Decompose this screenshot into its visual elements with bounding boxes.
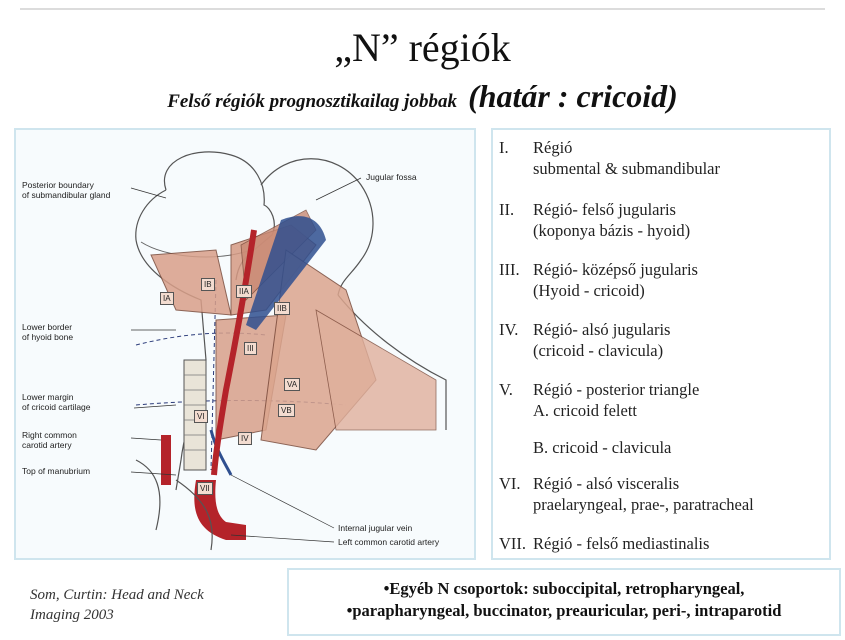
region-number: III.: [499, 260, 520, 280]
region-number: I.: [499, 138, 509, 158]
other-node-groups: •Egyéb N csoportok: suboccipital, retrop…: [287, 568, 841, 636]
tag-vi: VI: [194, 410, 208, 423]
citation-line: Imaging 2003: [30, 605, 204, 625]
label-lower-margin-cricoid: Lower margin of cricoid cartilage: [22, 392, 91, 412]
region-detail: (koponya bázis - hyoid): [533, 221, 690, 241]
tag-va: VA: [284, 378, 300, 391]
citation: Som, Curtin: Head and Neck Imaging 2003: [30, 585, 204, 625]
other-groups-line: •Egyéb N csoportok: suboccipital, retrop…: [289, 578, 839, 600]
label-internal-jugular-vein: Internal jugular vein: [338, 523, 412, 533]
region-detail: praelaryngeal, prae-, paratracheal: [533, 495, 754, 515]
subtitle-boundary: (határ : cricoid): [468, 78, 678, 114]
region-title: Régió - felső mediastinalis: [533, 534, 709, 554]
region-title: Régió - alsó visceralis: [533, 474, 679, 494]
label-lower-border-hyoid: Lower border of hyoid bone: [22, 322, 73, 342]
tag-ia: IA: [160, 292, 174, 305]
tag-vb: VB: [278, 404, 295, 417]
tag-iii: III: [244, 342, 257, 355]
region-detail: submental & submandibular: [533, 159, 720, 179]
region-list: I. Régió submental & submandibular II. R…: [491, 128, 831, 560]
region-number: V.: [499, 380, 513, 400]
label-left-common-carotid: Left common carotid artery: [338, 537, 439, 547]
tag-iv: IV: [238, 432, 252, 445]
neck-lymph-node-figure: Posterior boundary of submandibular glan…: [14, 128, 476, 560]
citation-line: Som, Curtin: Head and Neck: [30, 585, 204, 605]
region-title: Régió- alsó jugularis: [533, 320, 670, 340]
region-title: Régió- felső jugularis: [533, 200, 676, 220]
region-number: II.: [499, 200, 514, 220]
region-detail: B. cricoid - clavicula: [533, 438, 671, 458]
region-title: Régió: [533, 138, 572, 158]
tag-iib: IIB: [274, 302, 290, 315]
subtitle-prognosis: Felső régiók prognosztikailag jobbak: [167, 91, 457, 112]
label-top-manubrium: Top of manubrium: [22, 466, 90, 476]
label-jugular-fossa: Jugular fossa: [366, 172, 417, 182]
page-title: „N” régiók: [0, 26, 845, 70]
region-number: VII.: [499, 534, 526, 554]
region-title: Régió - posterior triangle: [533, 380, 699, 400]
region-detail: A. cricoid felett: [533, 401, 637, 421]
tag-vii: VII: [197, 482, 213, 495]
top-divider: [20, 8, 825, 10]
region-detail: (Hyoid - cricoid): [533, 281, 645, 301]
region-number: IV.: [499, 320, 518, 340]
subtitle: Felső régiók prognosztikailag jobbak (ha…: [0, 78, 845, 115]
label-posterior-boundary: Posterior boundary of submandibular glan…: [22, 180, 110, 200]
other-groups-line: •parapharyngeal, buccinator, preauricula…: [289, 600, 839, 622]
label-right-common-carotid: Right common carotid artery: [22, 430, 77, 450]
region-detail: (cricoid - clavicula): [533, 341, 663, 361]
region-title: Régió- középső jugularis: [533, 260, 698, 280]
tag-ib: IB: [201, 278, 215, 291]
tag-iia: IIA: [236, 285, 252, 298]
region-number: VI.: [499, 474, 521, 494]
